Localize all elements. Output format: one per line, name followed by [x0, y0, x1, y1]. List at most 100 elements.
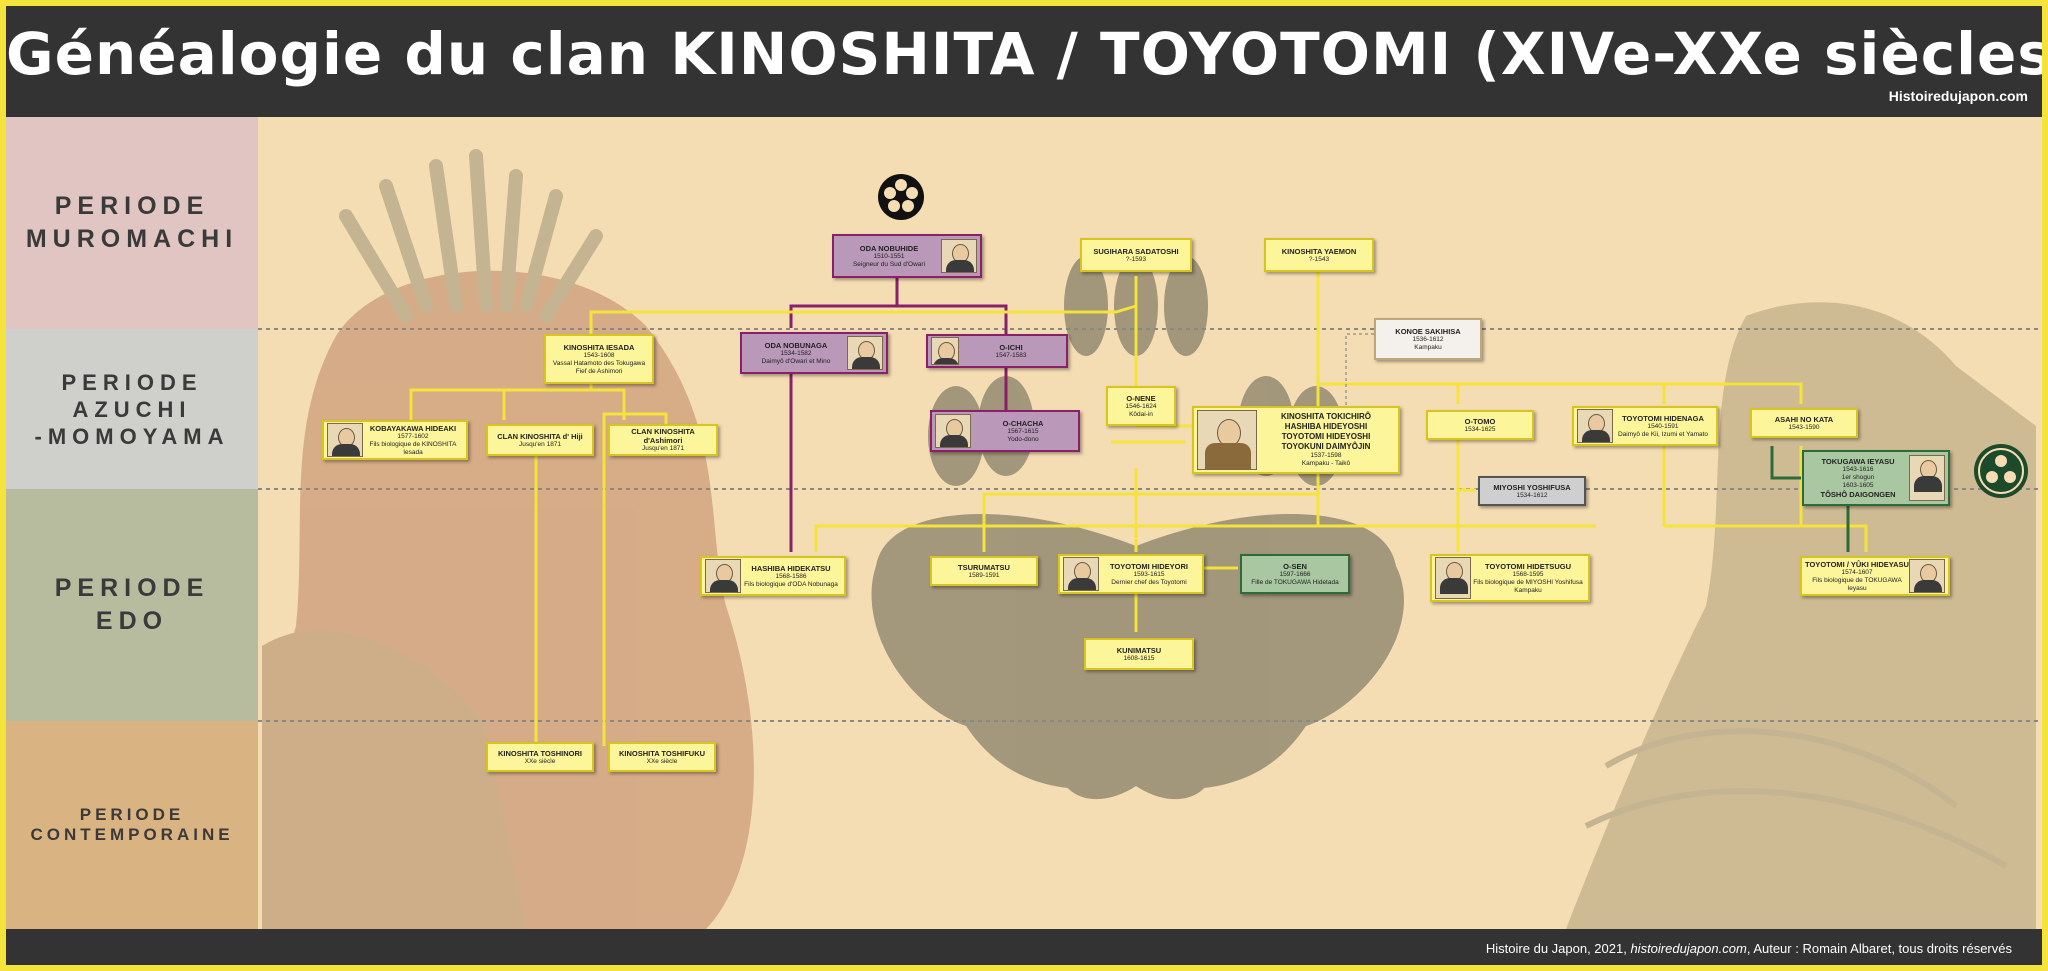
portrait-icon — [1909, 455, 1945, 501]
person-dates: 1540-1591 — [1647, 422, 1679, 430]
person-name: O-TOMO — [1464, 416, 1496, 426]
oda-crest-icon — [878, 174, 924, 220]
person-dates: XXe siècle — [646, 757, 678, 765]
person-dates: 1534-1582 — [780, 349, 812, 357]
person-name: TOYOTOMI HIDETSUGU — [1485, 561, 1571, 571]
portrait-icon — [1197, 410, 1257, 470]
portrait-icon — [935, 414, 971, 448]
portrait-icon — [705, 559, 741, 593]
person-name: SUGIHARA SADATOSHI — [1093, 246, 1179, 256]
person-name: KINOSHITA IESADA — [563, 342, 635, 352]
person-dates: ?-1593 — [1125, 255, 1147, 263]
person-name: O-SEN — [1283, 561, 1307, 571]
person-desc: Kampaku - Taikô — [1301, 460, 1351, 467]
header-bar: Généalogie du clan KINOSHITA / TOYOTOMI … — [6, 6, 2042, 117]
person-desc: Kôdai-in — [1129, 410, 1153, 418]
person-dates: 1534-1612 — [1516, 491, 1548, 499]
period-muromachi: PERIODE MUROMACHI — [6, 117, 258, 329]
portrait-icon — [931, 337, 959, 365]
person-dates: 1546-1624 — [1125, 402, 1157, 410]
portrait-icon — [1435, 557, 1471, 599]
person-name: KUNIMATSU — [1116, 645, 1162, 655]
period-contemporaine: PERIODE CONTEMPORAINE — [6, 721, 258, 929]
period-azuchi-label: PERIODE AZUCHI -MOMOYAMA — [34, 369, 230, 449]
portrait-icon — [1063, 557, 1099, 591]
person-desc: Fils biologique d'ODA Nobunaga — [744, 580, 838, 588]
person-name: MIYOSHI YOSHIFUSA — [1493, 482, 1571, 492]
person-desc: Fille de TOKUGAWA Hidetada — [1251, 578, 1339, 586]
period-azuchi-momoyama: PERIODE AZUCHI -MOMOYAMA — [6, 329, 258, 489]
period-edo-label: PERIODE EDO — [54, 574, 210, 635]
person-name: ASAHI NO KATA — [1774, 414, 1834, 424]
person-kinoshita-yaemon: KINOSHITA YAEMON?-1543 — [1264, 238, 1374, 272]
person-dates: 1534-1625 — [1464, 425, 1496, 433]
period-edo: PERIODE EDO — [6, 489, 258, 721]
person-dates: 1589-1591 — [968, 571, 1000, 579]
person-desc: Dernier chef des Toyotomi — [1111, 578, 1187, 586]
person-desc: Fils biologique de TOKUGAWA Ieyasu — [1812, 576, 1902, 592]
period-muromachi-label: PERIODE MUROMACHI — [25, 192, 239, 253]
person-desc: Vassal Hatamoto des Tokugawa — [552, 359, 646, 367]
person-dates: 1568-1586 — [775, 572, 807, 580]
person-desc: Daimyô d'Owari et Mino — [761, 357, 831, 365]
credit-suffix: , Auteur : Romain Albaret, tous droits r… — [1746, 941, 2012, 956]
person-desc: Fils biologique de MIYOSHI Yoshifusa — [1473, 578, 1583, 586]
person-dates: 1568-1595 — [1512, 570, 1544, 578]
person-dates: 1597-1666 — [1279, 570, 1311, 578]
person-dates: ?-1543 — [1308, 255, 1330, 263]
page-title: Généalogie du clan KINOSHITA / TOYOTOMI … — [6, 20, 2048, 88]
portrait-icon — [1909, 559, 1945, 593]
person-name: HASHIBA HIDEKATSU — [751, 563, 831, 573]
person-name-2: HASHIBA HIDEYOSHI — [1284, 422, 1368, 431]
person-desc: Kampaku — [1414, 343, 1442, 351]
tokugawa-crest-icon — [1974, 444, 2028, 498]
person-dates: 1593-1615 — [1133, 570, 1165, 578]
person-name: O-NENE — [1126, 393, 1156, 403]
person-dates: 1510-1551 — [873, 252, 905, 260]
person-desc: Fief de Ashimori — [575, 367, 623, 375]
site-name: Histoiredujapon.com — [1888, 88, 2028, 104]
person-desc: Seigneur du Sud d'Owari — [852, 260, 926, 268]
person-dates: 1608-1615 — [1123, 654, 1155, 662]
footer-bar: Histoire du Japon, 2021, histoiredujapon… — [6, 929, 2042, 965]
person-name: O-CHACHA — [1002, 418, 1044, 428]
person-name: TOYOTOMI HIDEYORI — [1109, 561, 1189, 571]
portrait-icon — [941, 239, 977, 273]
person-desc: Yodo-dono — [1007, 435, 1039, 443]
person-name: KINOSHITA TOSHIFUKU — [618, 748, 706, 758]
person-dates: Jusqu'en 1871 — [518, 440, 562, 448]
person-name: KINOSHITA TOSHINORI — [497, 748, 583, 758]
person-name: ODA NOBUHIDE — [859, 243, 919, 253]
person-dates: 1577-1602 — [397, 432, 429, 440]
person-dates: 1543-1590 — [1788, 423, 1820, 431]
family-lines — [409, 272, 1868, 746]
credit-site: histoiredujapon.com — [1630, 941, 1747, 956]
person-name: ODA NOBUNAGA — [764, 340, 828, 350]
person-name: O-ICHI — [999, 342, 1023, 352]
person-desc: Daimyô de Kii, Izumi et Yamato — [1617, 430, 1709, 438]
person-name-4: TOYOKUNI DAIMYÔJIN — [1281, 442, 1371, 451]
person-desc: Fils biologique de KINOSHITA Iesada — [369, 440, 457, 456]
person-desc: 1603-1605 — [1842, 482, 1874, 489]
person-dates: 1536-1612 — [1412, 335, 1444, 343]
person-dates: 1574-1607 — [1841, 568, 1873, 576]
person-sugihara-sadatoshi: SUGIHARA SADATOSHI?-1593 — [1080, 238, 1192, 272]
person-dates: 1537-1598 — [1310, 452, 1342, 459]
